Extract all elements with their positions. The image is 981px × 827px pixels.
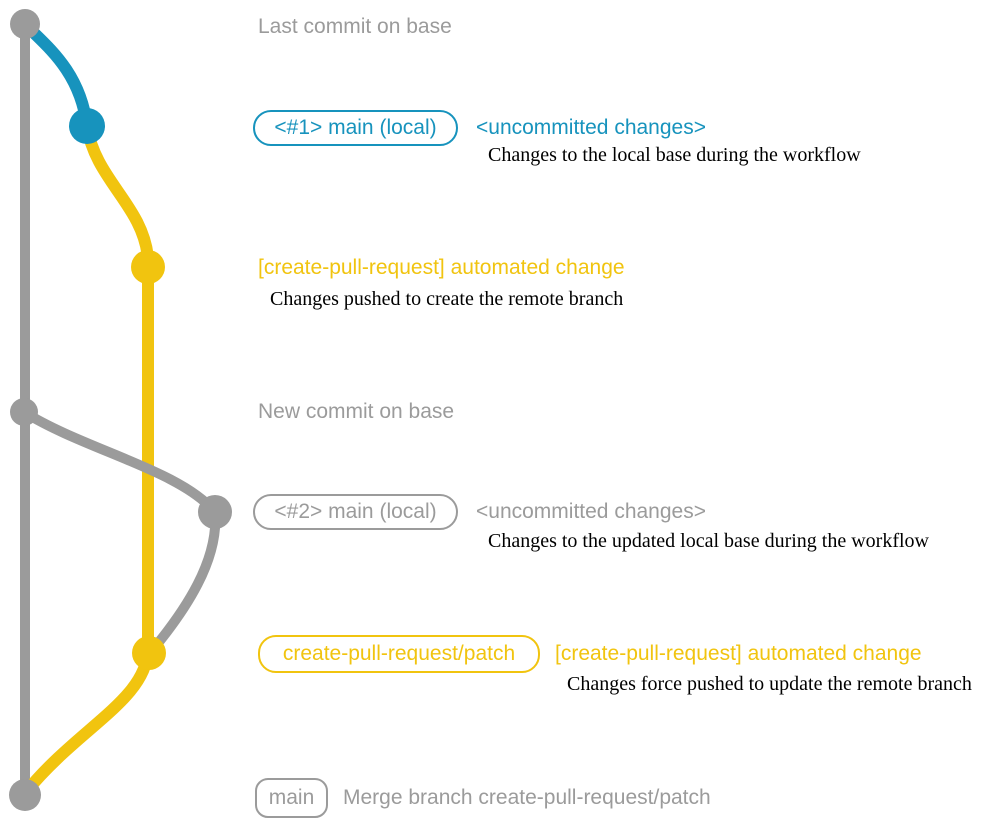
branch-badge-label: create-pull-request/patch xyxy=(282,642,516,665)
description-automated-2: Changes force pushed to update the remot… xyxy=(567,673,972,695)
description-local-1: Changes to the local base during the wor… xyxy=(488,144,861,166)
commit-node-local-2 xyxy=(198,495,232,529)
branch-badge-main: main xyxy=(255,778,328,818)
pr-branch-row: create-pull-request/patch [create-pull-r… xyxy=(258,635,922,673)
commit-node-last-base xyxy=(10,9,40,39)
commit-node-local-1 xyxy=(69,108,105,144)
uncommitted-changes-text-2: <uncommitted changes> xyxy=(476,500,706,524)
rebase-line xyxy=(146,511,221,657)
uncommitted-changes-text-1: <uncommitted changes> xyxy=(476,116,706,140)
merge-row: main Merge branch create-pull-request/pa… xyxy=(255,778,711,818)
description-local-2: Changes to the updated local base during… xyxy=(488,530,929,552)
pr-branch-line-upper xyxy=(81,124,154,655)
branch-badge-main-local-2: <#2> main (local) xyxy=(253,494,458,530)
base-update-line xyxy=(21,407,219,516)
automated-change-label-1: [create-pull-request] automated change xyxy=(258,256,625,279)
description-automated-1: Changes pushed to create the remote bran… xyxy=(270,288,624,310)
branch-badge-label: <#2> main (local) xyxy=(274,500,437,523)
commit-node-new-base xyxy=(10,398,38,426)
branch-badge-patch: create-pull-request/patch xyxy=(258,635,540,673)
new-commit-text: New commit on base xyxy=(258,400,455,423)
branch-badge-main-local-1: <#1> main (local) xyxy=(253,110,458,146)
merge-message-text: Merge branch create-pull-request/patch xyxy=(343,786,711,810)
commit-node-merge xyxy=(9,779,41,811)
automated-change-label-2: [create-pull-request] automated change xyxy=(555,642,922,666)
branch-badge-label: main xyxy=(268,786,315,809)
commit-node-automated-1 xyxy=(131,250,165,284)
branch-badge-label: <#1> main (local) xyxy=(274,116,437,139)
commit-node-automated-2 xyxy=(132,636,166,670)
local-branch-1-row: <#1> main (local) <uncommitted changes> xyxy=(253,110,706,146)
last-commit-text: Last commit on base xyxy=(258,15,452,38)
pr-branch-merge-line xyxy=(21,649,154,796)
local-branch-2-row: <#2> main (local) <uncommitted changes> xyxy=(253,494,706,530)
